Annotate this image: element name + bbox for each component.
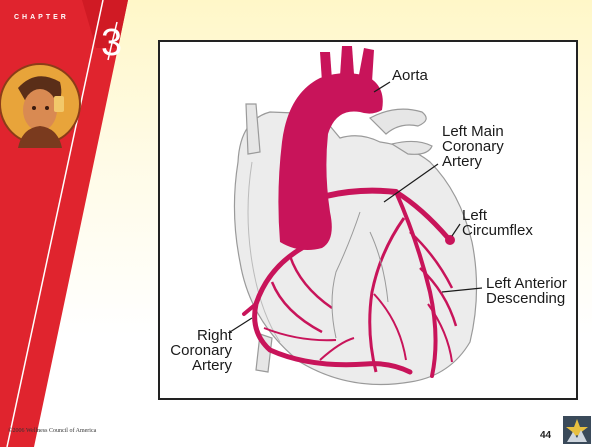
chapter-number: 3 [101,22,122,65]
chapter-label: CHAPTER [14,14,69,21]
label-right-coronary: Right Coronary Artery [162,328,232,373]
chapter-avatar-icon [0,58,92,150]
label-left-main-coronary: Left Main Coronary Artery [442,124,504,169]
heart-diagram: Aorta Left Main Coronary Artery Left Cir… [158,40,578,400]
page-number: 44 [540,430,551,441]
star-logo-icon [563,416,591,444]
label-left-circumflex: Left Circumflex [462,208,533,238]
copyright-text: ©2006 Wellness Council of America [8,428,96,434]
label-left-anterior-descending: Left Anterior Descending [486,276,567,306]
label-aorta: Aorta [392,68,428,83]
